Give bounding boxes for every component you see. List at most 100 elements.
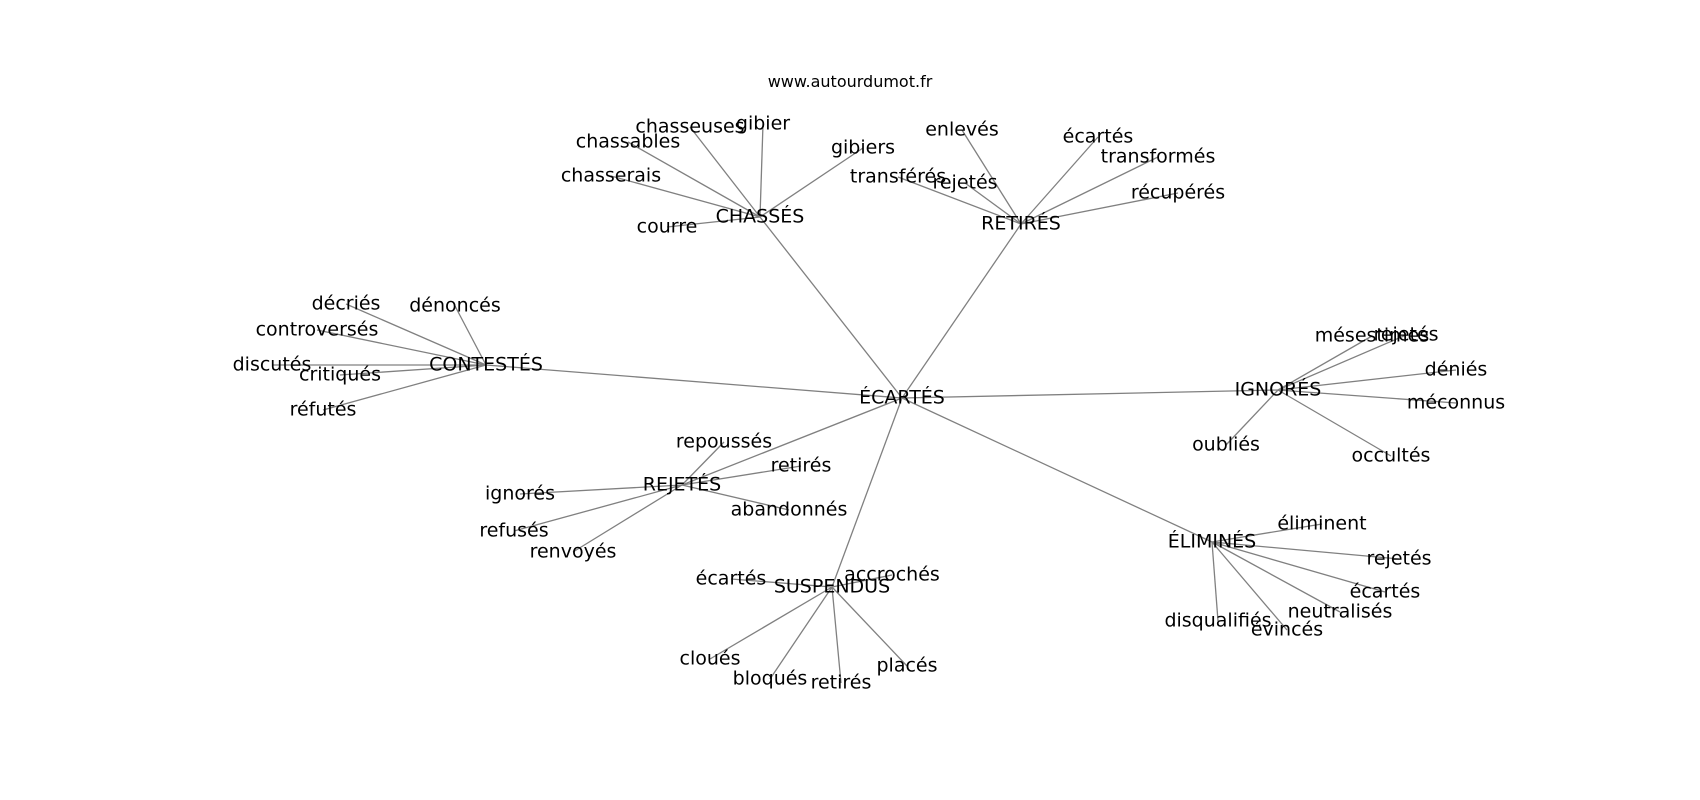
group-node-contestes[interactable]: CONTESTÉS <box>429 353 543 376</box>
edge-root-suspendus <box>831 397 903 588</box>
leaf-node-suspendus-3[interactable]: bloqués <box>733 668 808 690</box>
edge-retires-5 <box>1020 192 1179 225</box>
leaf-node-chasses-0[interactable]: chasseuses <box>635 116 744 138</box>
edge-elimines-1 <box>1211 541 1400 560</box>
leaf-node-chasses-1[interactable]: gibier <box>736 113 790 135</box>
edge-retires-3 <box>897 176 1022 225</box>
group-node-ignores[interactable]: IGNORÉS <box>1235 378 1322 401</box>
leaf-node-chasses-5[interactable]: courre <box>637 216 698 238</box>
edge-root-contestes <box>485 364 903 399</box>
leaf-node-rejetes-4[interactable]: refusés <box>479 520 548 542</box>
leaf-node-elimines-2[interactable]: écartés <box>1350 581 1421 603</box>
group-node-retires[interactable]: RETIRÉS <box>981 212 1061 235</box>
edge-elimines-0 <box>1211 523 1323 543</box>
edge-root-chasses <box>759 216 903 399</box>
edge-rejetes-2 <box>519 484 683 495</box>
edge-suspendus-2 <box>709 586 833 660</box>
edge-suspendus-4 <box>831 586 842 684</box>
leaf-node-retires-2[interactable]: transformés <box>1101 146 1216 168</box>
edge-elimines-4 <box>1211 541 1219 622</box>
group-node-suspendus[interactable]: SUSPENDUS <box>774 576 890 598</box>
leaf-node-ignores-0[interactable]: mésestimes <box>1315 325 1430 347</box>
edge-elimines-5 <box>1211 541 1288 631</box>
leaf-node-ignores-2[interactable]: déniés <box>1425 359 1488 381</box>
edge-root-ignores <box>901 389 1279 399</box>
root-node[interactable]: ÉCARTÉS <box>859 386 945 409</box>
leaf-node-suspendus-0[interactable]: écartés <box>696 568 767 590</box>
leaf-node-chasses-4[interactable]: chasserais <box>561 165 661 187</box>
edge-suspendus-3 <box>769 586 833 680</box>
edge-chasses-2 <box>627 141 761 218</box>
leaf-node-contestes-2[interactable]: controversés <box>256 319 379 341</box>
edge-ignores-0 <box>1277 335 1373 391</box>
edge-contestes-4 <box>339 364 487 376</box>
leaf-node-suspendus-5[interactable]: placés <box>876 655 937 677</box>
edge-root-rejetes <box>681 397 903 486</box>
edge-chasses-0 <box>689 126 761 218</box>
edge-rejetes-4 <box>513 484 683 532</box>
edge-suspendus-0 <box>730 578 833 588</box>
leaf-node-ignores-1[interactable]: rejetés <box>1373 324 1438 346</box>
leaf-node-chasses-3[interactable]: gibiers <box>831 137 895 159</box>
leaf-node-elimines-3[interactable]: neutralisés <box>1288 601 1393 623</box>
leaf-node-elimines-5[interactable]: évincés <box>1251 619 1323 641</box>
leaf-node-retires-5[interactable]: récupérés <box>1131 182 1225 204</box>
leaf-node-rejetes-3[interactable]: abandonnés <box>731 499 848 521</box>
leaf-node-rejetes-1[interactable]: retirés <box>771 455 832 477</box>
group-node-rejetes[interactable]: REJETÉS <box>643 473 722 496</box>
edge-ignores-3 <box>1277 389 1457 404</box>
edge-chasses-3 <box>759 147 864 218</box>
edge-elimines-3 <box>1211 541 1341 613</box>
site-url: www.autourdumot.fr <box>767 72 933 91</box>
leaf-node-contestes-0[interactable]: décriés <box>312 293 381 315</box>
edge-contestes-5 <box>322 364 487 411</box>
edge-rejetes-1 <box>681 465 802 486</box>
leaf-node-contestes-5[interactable]: réfutés <box>290 399 357 421</box>
edge-contestes-1 <box>454 305 487 366</box>
leaf-node-suspendus-2[interactable]: cloués <box>680 648 741 670</box>
edge-ignores-2 <box>1277 369 1457 391</box>
leaf-node-retires-4[interactable]: rejetés <box>932 172 997 194</box>
edges-layer <box>272 123 1457 684</box>
leaf-node-rejetes-0[interactable]: repoussés <box>676 431 772 453</box>
edge-retires-2 <box>1020 156 1159 225</box>
leaf-node-elimines-4[interactable]: disqualifiés <box>1164 610 1271 632</box>
edge-retires-0 <box>961 129 1022 225</box>
leaf-node-rejetes-5[interactable]: renvoyés <box>530 541 617 563</box>
leaf-node-ignores-5[interactable]: occultés <box>1352 445 1431 467</box>
edge-elimines-2 <box>1211 541 1386 593</box>
group-node-elimines[interactable]: ÉLIMINÉS <box>1168 530 1256 553</box>
edge-rejetes-0 <box>681 441 725 486</box>
edge-retires-4 <box>964 182 1022 225</box>
edge-contestes-2 <box>316 329 487 366</box>
leaf-node-chasses-2[interactable]: chassables <box>576 131 681 153</box>
group-node-chasses[interactable]: CHASSÉS <box>716 205 805 228</box>
leaf-node-ignores-3[interactable]: méconnus <box>1407 392 1505 414</box>
leaf-node-retires-0[interactable]: enlevés <box>925 119 999 141</box>
edge-ignores-5 <box>1277 389 1392 457</box>
leaf-node-ignores-4[interactable]: oubliés <box>1192 434 1260 456</box>
edge-root-retires <box>901 223 1022 399</box>
edge-chasses-5 <box>666 216 761 228</box>
leaf-node-suspendus-1[interactable]: accrochés <box>844 564 940 586</box>
leaf-node-contestes-4[interactable]: critiqués <box>299 364 381 386</box>
leaf-node-retires-1[interactable]: écartés <box>1063 126 1134 148</box>
edge-rejetes-3 <box>681 484 790 511</box>
leaf-node-retires-3[interactable]: transférés <box>850 166 946 188</box>
edge-root-elimines <box>901 397 1213 543</box>
edge-chasses-1 <box>759 123 764 218</box>
leaf-node-elimines-1[interactable]: rejetés <box>1366 548 1431 570</box>
edge-ignores-4 <box>1225 389 1279 446</box>
leaf-node-rejetes-2[interactable]: ignorés <box>485 483 555 505</box>
edge-suspendus-1 <box>831 574 893 588</box>
leaf-node-suspendus-4[interactable]: retirés <box>811 672 872 694</box>
leaf-node-contestes-1[interactable]: dénoncés <box>409 295 501 317</box>
edge-chasses-4 <box>610 175 761 218</box>
leaf-node-contestes-3[interactable]: discutés <box>233 354 312 376</box>
leaf-node-elimines-0[interactable]: éliminent <box>1277 513 1366 535</box>
edge-retires-1 <box>1020 136 1099 225</box>
edge-rejetes-5 <box>572 484 683 553</box>
edge-contestes-0 <box>345 303 487 366</box>
